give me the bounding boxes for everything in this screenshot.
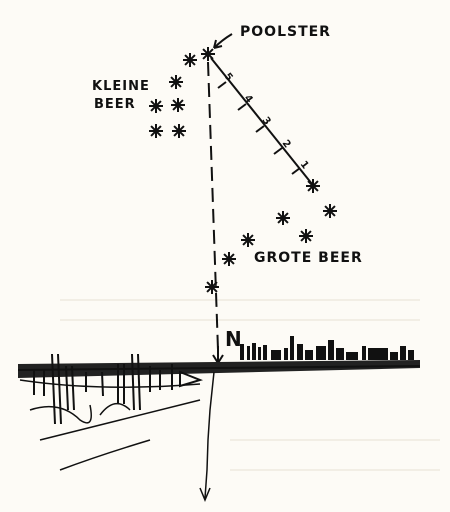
- pole-star-icon: [201, 47, 215, 61]
- big-dipper-stars: [205, 179, 337, 294]
- fence-posts: [33, 353, 204, 425]
- little-dipper-star: [149, 99, 163, 113]
- pointer-line: [210, 57, 313, 185]
- big-dipper-star: [306, 179, 320, 193]
- little-dipper-star: [183, 53, 197, 67]
- pointer-tick-marks: [217, 81, 301, 175]
- horizon-line: [17, 365, 421, 371]
- pole-star-arrow-head: [213, 39, 223, 49]
- horizon-skyline: [240, 336, 414, 360]
- little-dipper-label-line2: BEER: [94, 97, 136, 112]
- little-dipper-star: [169, 75, 183, 89]
- paper-texture: [60, 299, 440, 471]
- pole-star-label: POOLSTER: [240, 24, 331, 40]
- north-dashed-line: [207, 61, 219, 351]
- little-dipper-star: [171, 98, 185, 112]
- little-dipper-label-line1: KLEINE: [92, 79, 150, 94]
- north-arrow-icon: [212, 346, 224, 365]
- big-dipper-label: GROTE BEER: [254, 250, 363, 266]
- big-dipper-star: [276, 211, 290, 225]
- little-dipper-star: [172, 124, 186, 138]
- big-dipper-star: [205, 280, 219, 294]
- big-dipper-star: [241, 233, 255, 247]
- foreground-arrow-icon: [199, 487, 211, 502]
- pointer-tick-labels: 5 4 3 2 1: [222, 71, 312, 172]
- pointer-tick-label: 3: [260, 115, 274, 128]
- north-label: N: [225, 327, 243, 351]
- little-dipper-stars: [149, 53, 197, 138]
- little-dipper-star: [149, 124, 163, 138]
- pointer-tick-label: 4: [242, 93, 256, 106]
- big-dipper-star: [299, 229, 313, 243]
- foreground-direction-line: [204, 371, 215, 499]
- big-dipper-star: [323, 204, 337, 218]
- ground-scribbles: [19, 379, 201, 471]
- big-dipper-star: [222, 252, 236, 266]
